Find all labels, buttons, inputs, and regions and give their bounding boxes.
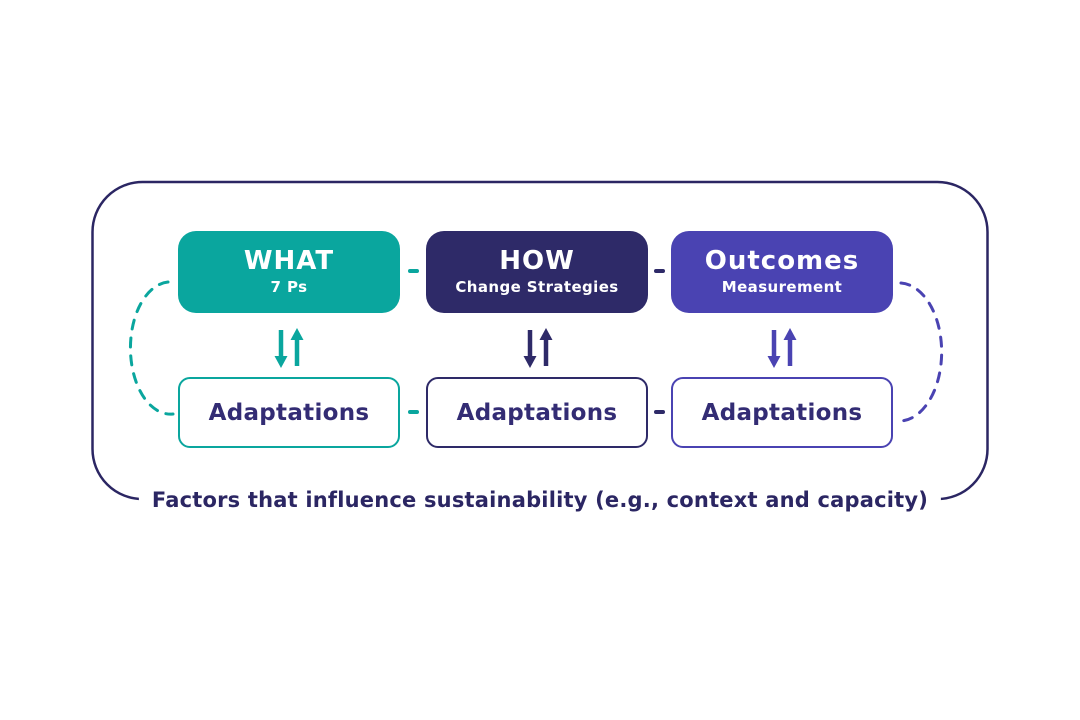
outcomes-box-subtitle: Measurement bbox=[721, 278, 843, 297]
outcomes-box-title: Outcomes bbox=[704, 246, 860, 277]
connector-adaptations-2-3 bbox=[654, 410, 665, 414]
adaptations-box-what: Adaptations bbox=[178, 377, 400, 448]
adaptations-label: Adaptations bbox=[456, 399, 618, 426]
dashed-feedback-arc-right bbox=[895, 281, 944, 423]
how-box-title: HOW bbox=[499, 246, 575, 277]
down-up-arrows-icon bbox=[767, 328, 797, 368]
what-box-title: WHAT bbox=[243, 246, 335, 277]
adaptations-label: Adaptations bbox=[701, 399, 863, 426]
down-up-arrows-icon bbox=[523, 328, 553, 368]
how-box-subtitle: Change Strategies bbox=[455, 278, 619, 297]
outcomes-box: Outcomes Measurement bbox=[671, 231, 893, 313]
adaptations-label: Adaptations bbox=[208, 399, 370, 426]
sustainability-factors-label: Factors that influence sustainability (e… bbox=[138, 486, 942, 514]
adaptations-box-how: Adaptations bbox=[426, 377, 648, 448]
adaptations-box-outcomes: Adaptations bbox=[671, 377, 893, 448]
what-box-subtitle: 7 Ps bbox=[270, 278, 308, 297]
what-box: WHAT 7 Ps bbox=[178, 231, 400, 313]
down-up-arrows-icon bbox=[274, 328, 304, 368]
connector-what-how bbox=[408, 269, 419, 273]
connector-how-outcomes bbox=[654, 269, 665, 273]
dashed-feedback-arc-left bbox=[128, 280, 175, 416]
how-box: HOW Change Strategies bbox=[426, 231, 648, 313]
connector-adaptations-1-2 bbox=[408, 410, 419, 414]
